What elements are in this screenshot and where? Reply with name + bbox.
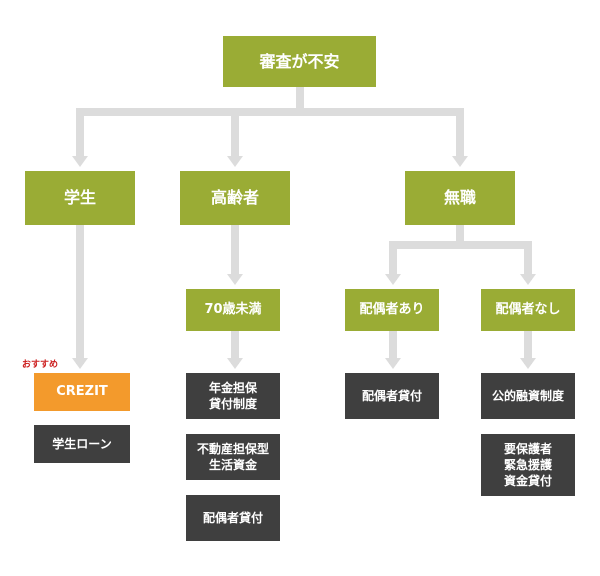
arrow-head-student <box>72 156 88 167</box>
arrow-head-under70 <box>227 274 243 285</box>
arrow-head-crezit <box>72 358 88 369</box>
category-elderly: 高齢者 <box>180 171 290 225</box>
option-public-loan-system: 公的融資制度 <box>481 373 575 419</box>
option-emergency-aid-loan: 要保護者 緊急援護 資金貸付 <box>481 434 575 496</box>
arrow-head-elderly <box>227 156 243 167</box>
subcategory-spouse-yes: 配偶者あり <box>345 289 439 331</box>
arrow-head-unemployed <box>452 156 468 167</box>
arrow-head-spouse-no <box>520 274 536 285</box>
subcategory-spouse-no: 配偶者なし <box>481 289 575 331</box>
recommended-badge: おすすめ <box>22 360 59 370</box>
category-unemployed: 無職 <box>405 171 515 225</box>
option-real-estate-secured-living-fund: 不動産担保型 生活資金 <box>186 434 280 480</box>
root-node-screening-worry: 審査が不安 <box>223 36 376 87</box>
arrow-head-public <box>520 358 536 369</box>
option-spouse-loan: 配偶者貸付 <box>345 373 439 419</box>
arrow-head-spouse-loan <box>385 358 401 369</box>
option-spouse-loan-elderly: 配偶者貸付 <box>186 495 280 541</box>
category-student: 学生 <box>25 171 135 225</box>
option-crezit[interactable]: CREZIT <box>34 373 130 411</box>
subcategory-under-70: 70歳未満 <box>186 289 280 331</box>
option-pension-secured-loan: 年金担保 貸付制度 <box>186 373 280 419</box>
arrow-head-spouse-yes <box>385 274 401 285</box>
arrow-head-pension <box>227 358 243 369</box>
option-student-loan: 学生ローン <box>34 425 130 463</box>
